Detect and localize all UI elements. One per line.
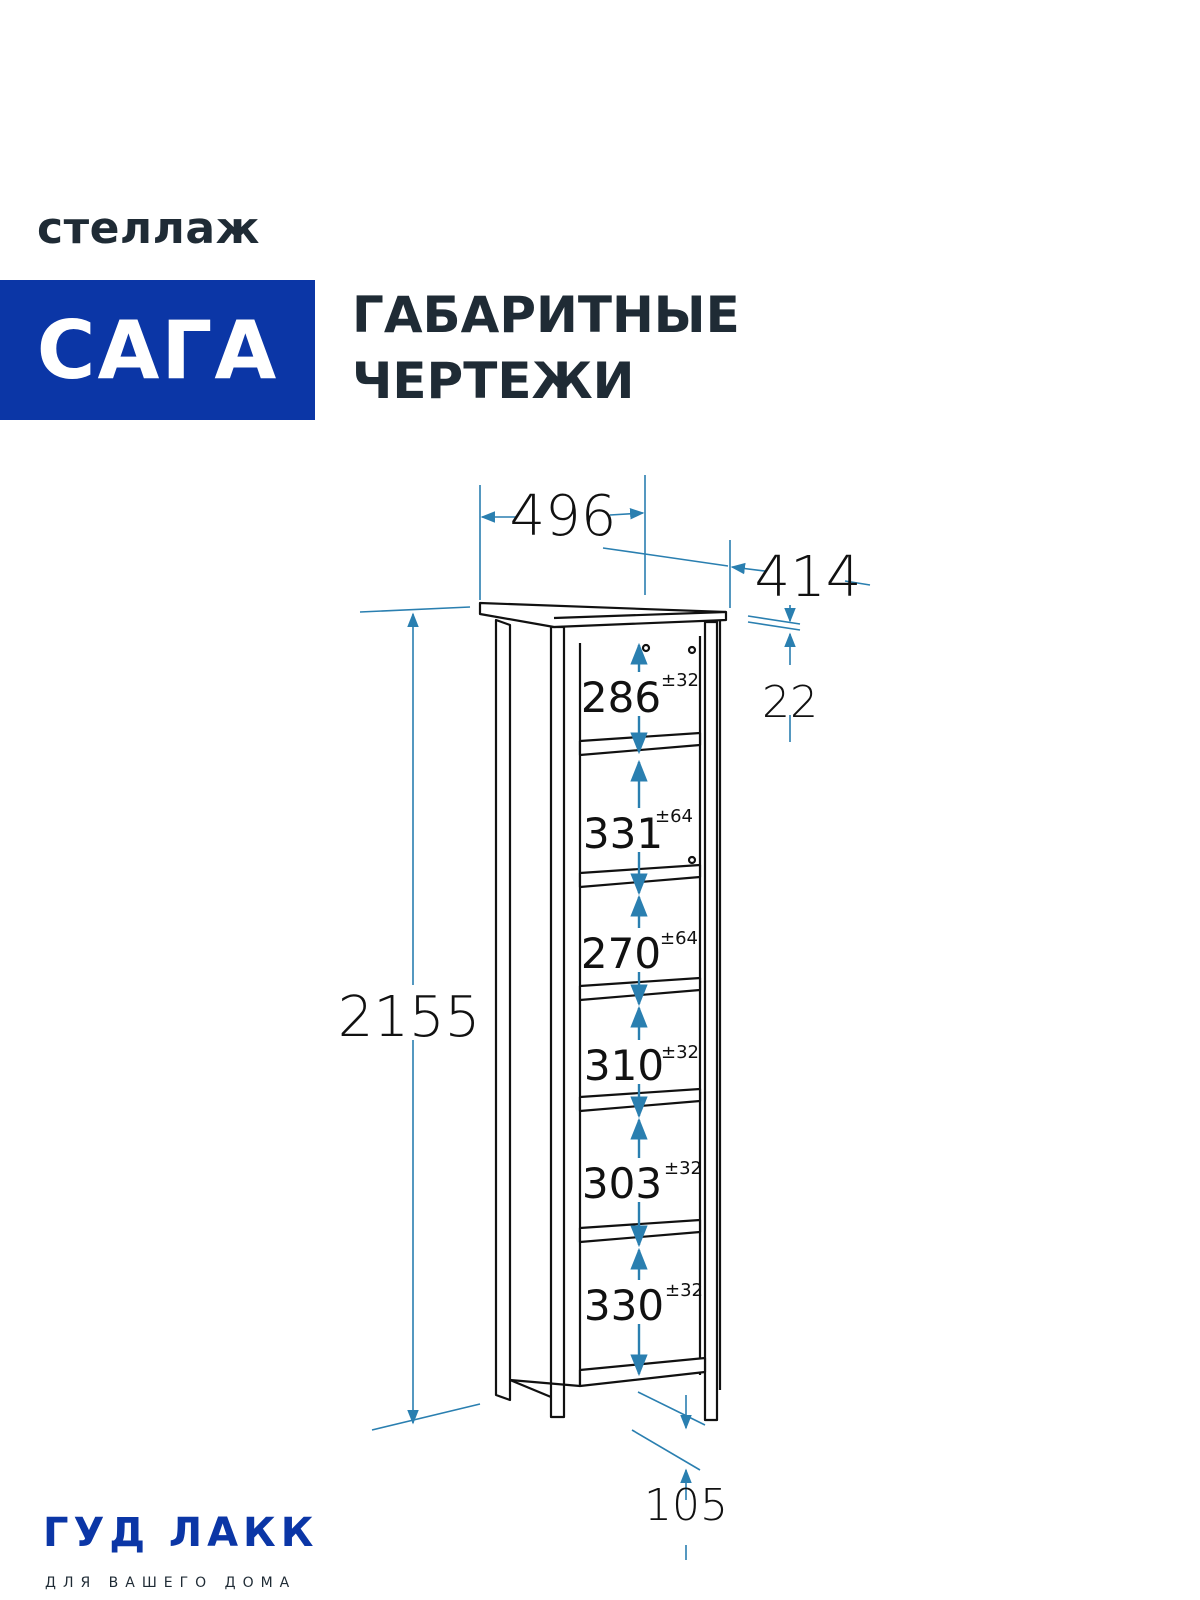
shelf-gap-tolerance: ±32 — [665, 1280, 703, 1301]
shelf-gap-value: 331 — [583, 809, 663, 858]
shelf-gap-value: 303 — [582, 1159, 662, 1208]
dimension-lines — [359, 475, 871, 1560]
product-category: стеллаж — [37, 203, 260, 254]
shelf-gap-tolerance: ±32 — [661, 670, 699, 691]
height-label: 2155 — [338, 985, 481, 1050]
width-label: 496 — [510, 484, 617, 549]
depth-label: 414 — [755, 545, 862, 610]
shelf-gap-5: 303 ±32 — [582, 1158, 702, 1208]
shelf-gap-tolerance: ±32 — [661, 1042, 699, 1063]
brand-tagline: ДЛЯ ВАШЕГО ДОМА — [45, 1575, 297, 1591]
shelf-gap-value: 310 — [584, 1041, 664, 1090]
shelf-gap-2: 331 ±64 — [583, 806, 693, 858]
heading-line-2: ЧЕРТЕЖИ — [352, 352, 635, 410]
base-height-label: 105 — [644, 1480, 728, 1531]
shelf-gap-6: 330 ±32 — [584, 1280, 703, 1330]
shelf-gap-1: 286 ±32 — [581, 670, 699, 722]
shelf-gap-3: 270 ±64 — [581, 928, 698, 978]
shelf-gap-value: 286 — [581, 673, 661, 722]
product-name-banner: САГА — [0, 280, 315, 420]
drawing-heading: ГАБАРИТНЫЕ ЧЕРТЕЖИ — [352, 282, 740, 414]
shelf-gap-value: 270 — [581, 929, 661, 978]
top-thickness-label: 22 — [762, 677, 818, 728]
shelf-gap-4: 310 ±32 — [584, 1040, 699, 1090]
shelf-gap-tolerance: ±64 — [660, 928, 698, 949]
heading-line-1: ГАБАРИТНЫЕ — [352, 286, 740, 344]
shelf-gap-tolerance: ±64 — [655, 806, 693, 827]
shelf-gap-tolerance: ±32 — [664, 1158, 702, 1179]
product-name: САГА — [36, 303, 279, 397]
brand-logo: ГУД ЛАКК — [43, 1510, 319, 1556]
shelf-gap-value: 330 — [584, 1281, 664, 1330]
shelf-unit-outline — [478, 601, 728, 1422]
